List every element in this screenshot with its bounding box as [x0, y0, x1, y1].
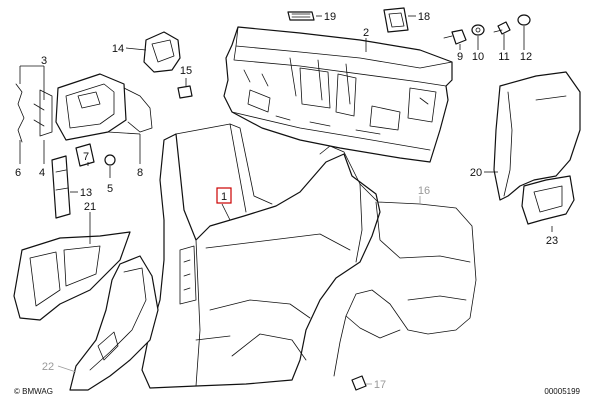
clip-part-7[interactable]: [75, 143, 95, 167]
diagram-number: 00005199: [544, 387, 580, 396]
rear-panel-part-2[interactable]: [223, 26, 453, 163]
label-23: 23: [546, 235, 558, 247]
label-9: 9: [457, 51, 463, 63]
grommet-part-15[interactable]: [177, 78, 193, 99]
label-19: 19: [324, 11, 336, 23]
label-11: 11: [498, 51, 509, 63]
label-10: 10: [472, 51, 484, 63]
label-8: 8: [137, 167, 143, 179]
filler-door-assembly[interactable]: [15, 73, 153, 143]
label-5: 5: [107, 183, 113, 195]
label-21: 21: [84, 201, 96, 213]
label-18: 18: [418, 11, 430, 23]
washer-part-10[interactable]: [471, 24, 485, 50]
label-3: 3: [41, 55, 47, 67]
clip-part-19[interactable]: [287, 11, 322, 21]
sill-part-21[interactable]: [13, 212, 131, 321]
bracket-part-23[interactable]: [521, 175, 575, 225]
wheel-arch-part-22[interactable]: [69, 255, 159, 391]
leader-lines: [19, 38, 553, 373]
label-7: 7: [83, 151, 89, 163]
label-4: 4: [39, 167, 45, 179]
label-6: 6: [15, 167, 21, 179]
fastener-part-9[interactable]: [443, 29, 467, 50]
highlight-box: [216, 187, 232, 204]
part-labels: 1 2 3 4 5 6 7 8 9 10 11 12 13 14 15 16 1…: [15, 11, 558, 391]
label-17: 17: [374, 379, 386, 391]
nut-part-5[interactable]: [104, 154, 116, 178]
rear-corner-part-20[interactable]: [493, 71, 581, 201]
label-13: 13: [80, 187, 92, 199]
grommet-part-17[interactable]: [351, 375, 372, 391]
bolt-part-11[interactable]: [493, 21, 511, 50]
side-panel-part-1[interactable]: [141, 123, 381, 389]
label-20: 20: [470, 167, 482, 179]
label-12: 12: [520, 51, 532, 63]
clip-part-18[interactable]: [383, 7, 416, 33]
label-22: 22: [42, 361, 54, 373]
label-16: 16: [418, 185, 430, 197]
label-1: 1: [221, 191, 227, 203]
quarter-panel-part-16[interactable]: [319, 145, 477, 377]
label-14: 14: [112, 43, 124, 55]
label-2: 2: [363, 27, 369, 39]
nut-part-12[interactable]: [517, 14, 531, 50]
bracket-part-13[interactable]: [51, 155, 78, 219]
fuel-cap-part-14[interactable]: [125, 31, 181, 73]
label-15: 15: [180, 65, 192, 77]
copyright-text: © BMWAG: [14, 387, 53, 396]
